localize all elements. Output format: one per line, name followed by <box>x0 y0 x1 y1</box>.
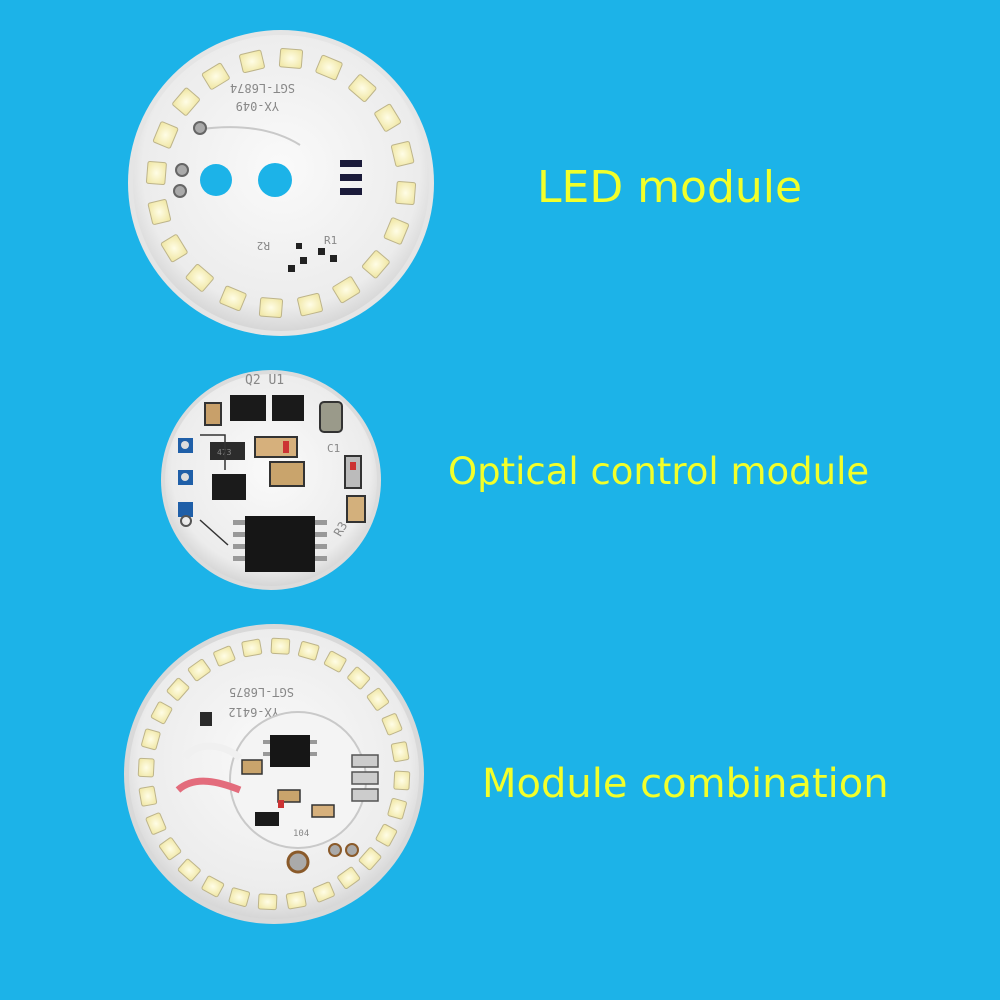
led-chip <box>145 812 167 835</box>
led-chip <box>138 785 158 807</box>
white-wire <box>182 742 243 761</box>
led-chip <box>159 837 182 861</box>
led-chip <box>390 741 410 763</box>
transistor <box>212 474 246 500</box>
optical-module-mounted <box>229 711 367 849</box>
led-chip <box>312 881 335 903</box>
smd-chip <box>210 442 245 460</box>
board-model-text: YX-049 <box>236 99 279 113</box>
led-chip <box>166 677 190 701</box>
chip-104-text: 104 <box>293 829 309 839</box>
led-chip <box>137 757 155 778</box>
smd-resistor <box>204 402 222 426</box>
led-chip <box>187 658 211 682</box>
transistor-q2 <box>230 395 266 421</box>
led-chip <box>141 728 161 751</box>
led-chip <box>332 276 361 304</box>
regulator-u1 <box>272 395 304 421</box>
led-chip <box>390 141 415 167</box>
capacitor <box>319 401 343 433</box>
led-chip <box>147 199 172 225</box>
led-chip <box>201 875 225 898</box>
led-chip <box>358 847 382 871</box>
led-chip <box>228 887 251 907</box>
solder-pad <box>193 121 207 135</box>
led-chip <box>387 797 407 820</box>
solder-pad <box>175 163 189 177</box>
led-chip <box>366 687 390 711</box>
optical-control-module-label: Optical control module <box>448 450 870 493</box>
led-chip <box>315 54 343 81</box>
board-model-text: YX-6412 <box>228 705 279 719</box>
ic-chip <box>233 516 327 572</box>
ic-chip <box>270 735 310 767</box>
module-combination-label: Module combination <box>482 761 889 807</box>
diode <box>254 436 298 458</box>
solder-pad <box>178 502 193 517</box>
q2u1-text: Q2 U1 <box>245 373 284 388</box>
led-chip <box>337 866 361 889</box>
led-chip <box>348 74 377 102</box>
led-chip <box>150 701 173 725</box>
led-chip <box>362 250 390 279</box>
led-chip <box>160 234 188 263</box>
led-chip <box>383 217 410 245</box>
r2-text: R2 <box>257 239 270 252</box>
led-chip <box>347 666 371 690</box>
led-chip <box>239 49 265 74</box>
smd-resistor <box>346 495 366 523</box>
led-chip <box>381 713 403 736</box>
led-chip <box>393 770 411 791</box>
led-chip <box>152 121 179 149</box>
optical-control-board: Q2 U1 473 C1 R3 <box>161 370 381 590</box>
led-chip <box>219 285 247 312</box>
mounting-hole <box>258 163 292 197</box>
led-chip <box>395 180 417 206</box>
led-chip <box>375 823 398 847</box>
led-chip <box>285 890 307 910</box>
red-wire <box>175 777 242 794</box>
led-chip <box>270 637 291 655</box>
led-chip <box>323 650 347 673</box>
led-chip <box>172 87 200 116</box>
board-code-text: SGT-L6874 <box>230 81 295 95</box>
led-module-label: LED module <box>537 162 803 213</box>
led-chip <box>213 645 236 667</box>
module-combination-board: YX-6412 SGT-L6875 104 <box>124 624 424 924</box>
led-chip <box>257 893 278 911</box>
photoresistor <box>344 455 362 489</box>
mounting-hole <box>200 164 232 196</box>
led-ring <box>145 47 417 319</box>
led-chip <box>201 62 230 90</box>
led-chip <box>177 858 201 882</box>
led-chip <box>145 160 167 186</box>
led-chip <box>258 297 284 319</box>
c1-text: C1 <box>327 442 340 455</box>
led-module-board: YX-049 SGT-L6874 R1 R2 <box>128 30 434 336</box>
resistor-component <box>340 174 362 181</box>
r3-text: R3 <box>331 519 350 539</box>
resistor-component <box>340 160 362 167</box>
board-code-text: SGT-L6875 <box>229 685 294 699</box>
led-ring <box>137 637 411 911</box>
resistor-component <box>340 188 362 195</box>
solder-joint <box>286 850 310 874</box>
led-chip <box>185 264 214 292</box>
led-chip <box>297 641 320 661</box>
led-chip <box>241 638 263 658</box>
led-chip <box>374 103 402 132</box>
solder-pad <box>173 184 187 198</box>
smd-capacitor <box>269 461 305 487</box>
led-chip <box>297 292 323 317</box>
r1-text: R1 <box>324 234 337 247</box>
led-chip <box>278 47 304 69</box>
